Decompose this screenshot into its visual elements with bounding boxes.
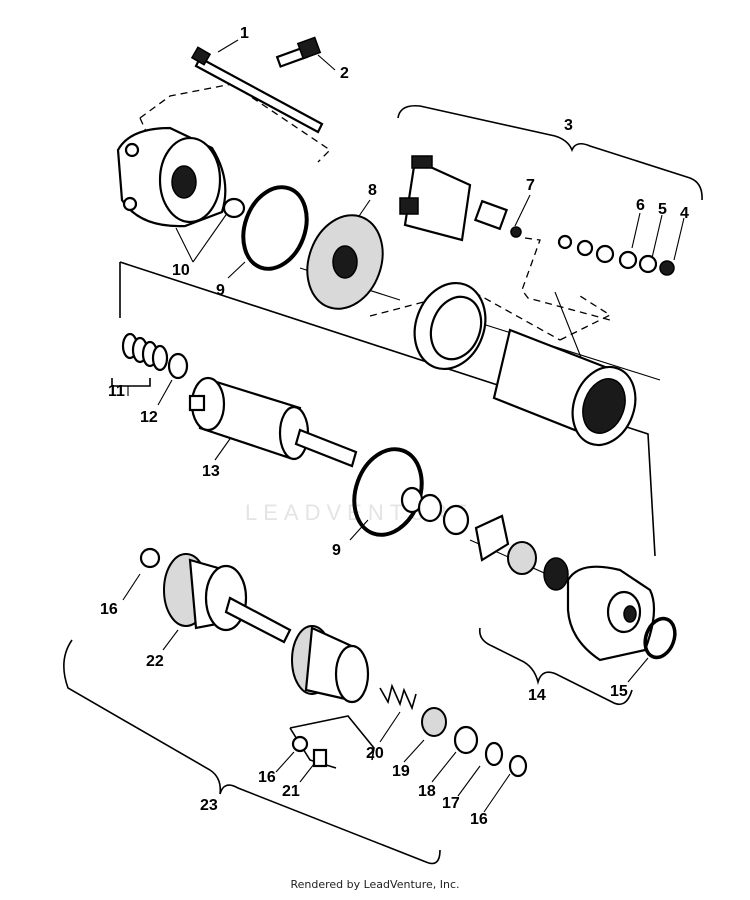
callout-2: 2 xyxy=(340,65,349,82)
callout-14: 14 xyxy=(528,687,546,704)
brush-holder-ring xyxy=(413,281,487,371)
callout-4: 4 xyxy=(680,205,689,222)
washers-4-5-6 xyxy=(557,234,675,276)
end-cover-10 xyxy=(116,126,246,228)
callout-18: 18 xyxy=(418,783,436,800)
callout-19: 19 xyxy=(392,763,410,780)
bearing-set-center xyxy=(400,486,569,591)
brush-plate-8 xyxy=(306,214,384,310)
callout-6: 6 xyxy=(636,197,645,214)
bolt-1 xyxy=(190,46,324,134)
callout-1: 1 xyxy=(240,25,249,42)
brush-set-3 xyxy=(399,155,522,242)
callout-17: 17 xyxy=(442,795,460,812)
callout-10: 10 xyxy=(172,262,190,279)
callout-3: 3 xyxy=(564,117,573,134)
parts-16-21-small xyxy=(291,735,328,768)
callout-15: 15 xyxy=(610,683,628,700)
callout-20: 20 xyxy=(366,745,384,762)
planet-carrier-22 xyxy=(163,553,292,644)
washer-12 xyxy=(167,352,189,380)
callout-23: 23 xyxy=(200,797,218,814)
parts-19-18-17-16 xyxy=(421,707,528,778)
callout-labels: 1 2 3 7 8 6 5 4 10 9 11 12 13 9 16 22 15… xyxy=(100,25,689,828)
clutch-gear xyxy=(291,625,370,704)
callout-9-upper: 9 xyxy=(216,282,225,299)
o-ring-9-upper xyxy=(241,185,309,271)
spring-20 xyxy=(379,683,417,711)
o-ring-15 xyxy=(643,616,677,660)
callout-22: 22 xyxy=(146,653,164,670)
armature-13 xyxy=(188,376,358,468)
callout-16-left: 16 xyxy=(100,601,118,618)
callout-12: 12 xyxy=(140,409,158,426)
callout-16-right: 16 xyxy=(470,811,488,828)
yoke-housing xyxy=(492,328,637,447)
callout-13: 13 xyxy=(202,463,220,480)
washer-16-left xyxy=(139,547,161,569)
callout-8: 8 xyxy=(368,182,377,199)
callout-7: 7 xyxy=(526,177,535,194)
callout-9-lower: 9 xyxy=(332,542,341,559)
front-bracket-14 xyxy=(566,565,656,662)
washers-11 xyxy=(121,332,169,372)
callout-11: 11 xyxy=(108,383,125,400)
screw-2 xyxy=(275,36,322,68)
callout-5: 5 xyxy=(658,201,667,218)
callout-16-mid: 16 xyxy=(258,769,276,786)
footer-credit: Rendered by LeadVenture, Inc. xyxy=(290,878,460,891)
callout-21: 21 xyxy=(282,783,300,800)
